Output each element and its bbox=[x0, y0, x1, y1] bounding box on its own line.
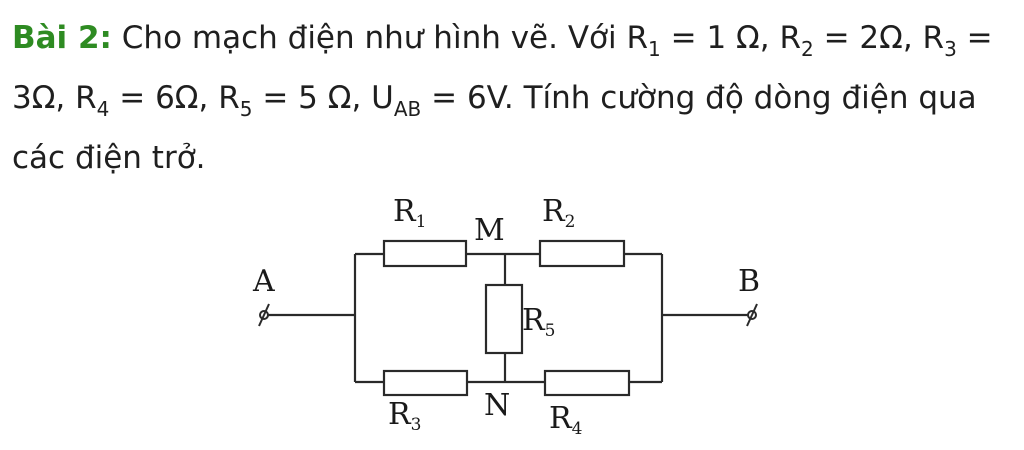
r3-value: = 3Ω, bbox=[12, 20, 993, 116]
resistor-r1 bbox=[382, 239, 468, 268]
terminal-a-slash-icon bbox=[258, 303, 270, 327]
node-label-b: B bbox=[738, 264, 760, 299]
label-r4: R4 bbox=[549, 401, 582, 439]
uab-subscript: AB bbox=[393, 97, 422, 121]
resistor-r2 bbox=[538, 239, 626, 268]
r4-subscript: 4 bbox=[96, 97, 110, 121]
r1-subscript: 1 bbox=[648, 37, 661, 61]
r3-subscript: 3 bbox=[944, 37, 957, 61]
label-r5: R5 bbox=[522, 303, 555, 341]
r2-value: = 2Ω, bbox=[813, 20, 923, 56]
label-r1: R1 bbox=[393, 194, 426, 232]
node-label-a: A bbox=[252, 264, 275, 299]
r5-symbol: R bbox=[218, 80, 240, 116]
problem-title: Bài 2: bbox=[12, 20, 112, 56]
label-r3: R3 bbox=[388, 397, 421, 435]
problem-intro: Cho mạch điện như hình vẽ. Với bbox=[111, 20, 627, 56]
resistor-r4 bbox=[543, 369, 631, 397]
resistor-r3 bbox=[382, 369, 469, 397]
r2-symbol: R bbox=[779, 20, 801, 56]
uab-symbol: U bbox=[371, 80, 394, 116]
r4-symbol: R bbox=[75, 80, 97, 116]
problem-statement: Bài 2: Cho mạch điện như hình vẽ. Với R1… bbox=[12, 8, 1012, 188]
r3-symbol: R bbox=[922, 20, 945, 56]
node-label-m: M bbox=[474, 213, 505, 248]
r2-subscript: 2 bbox=[800, 37, 814, 61]
terminal-b-slash-icon bbox=[746, 303, 758, 327]
uab-value-and-question: = 6V. Tính cường độ dòng điện qua các đi… bbox=[12, 80, 977, 176]
resistor-r5 bbox=[484, 283, 524, 355]
r5-subscript: 5 bbox=[239, 97, 253, 121]
node-label-n: N bbox=[484, 388, 510, 423]
r4-value: = 6Ω, bbox=[109, 80, 219, 116]
r5-value: = 5 Ω, bbox=[252, 80, 372, 116]
label-r2: R2 bbox=[542, 194, 575, 232]
r1-value: = 1 Ω, bbox=[660, 20, 780, 56]
r1-symbol: R bbox=[626, 20, 649, 56]
